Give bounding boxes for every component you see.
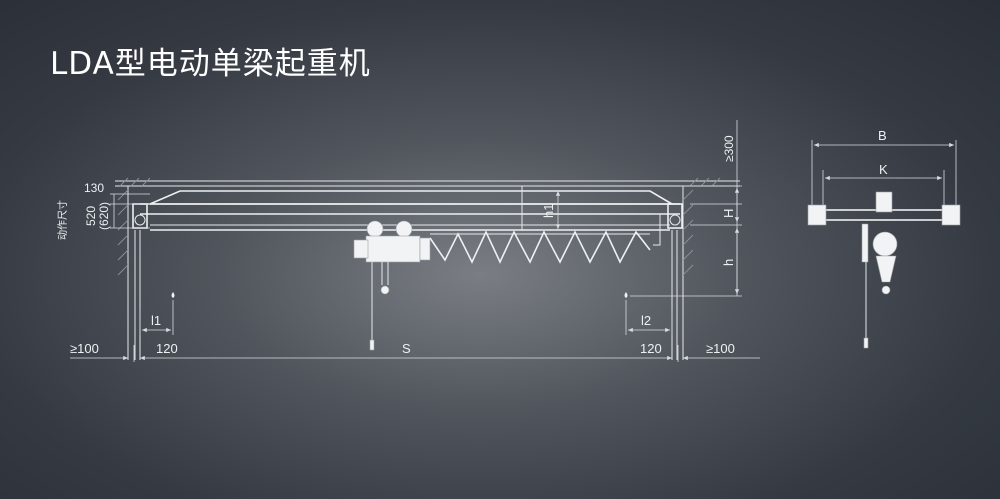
dim-130-label: 130 [84, 181, 104, 195]
ceiling-line [115, 177, 740, 187]
B-label: B [878, 128, 887, 143]
left-clearance-label: ≥100 [70, 341, 99, 356]
left-wall [117, 186, 141, 360]
right-clearance-label: ≥100 [706, 341, 735, 356]
side-view: B K [807, 128, 961, 349]
hook-approach-dims: l1 l2 [139, 300, 673, 335]
l2-label: l2 [641, 313, 651, 328]
span-S-label: S [402, 341, 411, 356]
h1-label: h1 [541, 204, 556, 218]
span-dims: ≥100 120 S 120 ≥100 [70, 341, 760, 362]
hoist-trolley [353, 220, 431, 351]
diagram-title: LDA型电动单梁起重机 [50, 46, 371, 82]
h-label: h [721, 259, 736, 266]
dim-620-label: (620) [97, 202, 111, 230]
right-wall [671, 186, 694, 360]
front-view: 130 520 (620) 动作尺寸 h1 H h ≥300 l1 [56, 120, 760, 362]
min-300-label: ≥300 [722, 135, 736, 162]
left-120-label: 120 [156, 341, 178, 356]
action-size-label: 动作尺寸 [56, 200, 69, 240]
right-120-label: 120 [640, 341, 662, 356]
dim-520-label: 520 [84, 206, 98, 226]
hook-markers [171, 292, 628, 298]
right-vertical-dims: h1 H h ≥300 [541, 120, 742, 297]
H-label: H [721, 209, 736, 218]
left-vertical-dims: 130 520 (620) 动作尺寸 [56, 181, 150, 240]
K-label: K [879, 162, 888, 177]
festoon-cable [429, 230, 651, 264]
l1-label: l1 [151, 313, 161, 328]
